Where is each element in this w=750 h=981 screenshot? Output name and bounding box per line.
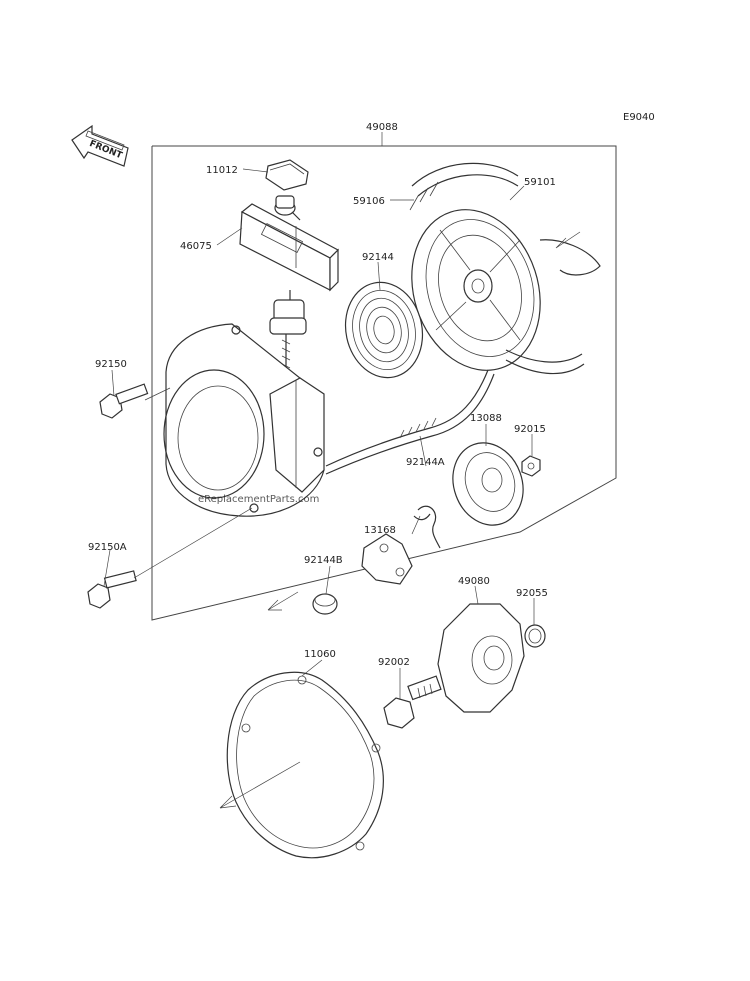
part-label-13168: 13168 (364, 525, 396, 536)
rope-knot-part (274, 195, 301, 221)
leader-lines (103, 132, 535, 700)
part-label-92144B: 92144B (304, 555, 343, 566)
o-ring-part (524, 624, 546, 648)
flange-bolt-part (383, 675, 442, 729)
part-label-92144: 92144 (362, 252, 394, 263)
direction-arrow-icon-3 (555, 231, 581, 249)
part-label-49080: 49080 (458, 576, 490, 587)
part-label-92144A: 92144A (406, 457, 445, 468)
spring-clip-part (413, 505, 441, 549)
front-arrow-icon: FRONT (71, 124, 129, 167)
part-label-13088: 13088 (470, 413, 502, 424)
spiral-spring-part (344, 281, 424, 379)
part-label-59101: 59101 (524, 177, 556, 188)
recoil-cover-part (163, 323, 325, 517)
part-label-59106: 59106 (353, 196, 385, 207)
part-label-92150: 92150 (95, 359, 127, 370)
rope-guide-part (409, 162, 601, 375)
part-label-92150A: 92150A (88, 542, 127, 553)
direction-arrow-icon (219, 761, 301, 809)
nut-part (521, 455, 541, 477)
handle-cap-part (265, 159, 309, 191)
diagram-code: E9040 (623, 112, 655, 123)
starter-rope-part (325, 369, 495, 475)
part-label-11012: 11012 (206, 165, 238, 176)
bolt-part (99, 383, 149, 419)
part-label-92055: 92055 (516, 588, 548, 599)
part-label-92002: 92002 (378, 657, 410, 668)
part-label-11060: 11060 (304, 649, 336, 660)
starter-pulley-part (437, 603, 525, 713)
assembly-frame (151, 145, 617, 621)
starter-handle-part (239, 203, 339, 292)
collar-part (312, 593, 338, 615)
bolt-long-part (87, 570, 137, 609)
watermark-text: eReplacementParts.com (198, 494, 319, 505)
gasket-part (226, 671, 384, 859)
part-label-46075: 46075 (180, 241, 212, 252)
direction-arrow-icon-2 (267, 591, 299, 611)
part-label-92015: 92015 (514, 424, 546, 435)
part-label-49088: 49088 (366, 122, 398, 133)
ratchet-part (361, 533, 413, 585)
drive-plate-part (452, 442, 524, 526)
o-ring-inner-part (528, 628, 542, 644)
rope-reel-part (411, 209, 541, 371)
